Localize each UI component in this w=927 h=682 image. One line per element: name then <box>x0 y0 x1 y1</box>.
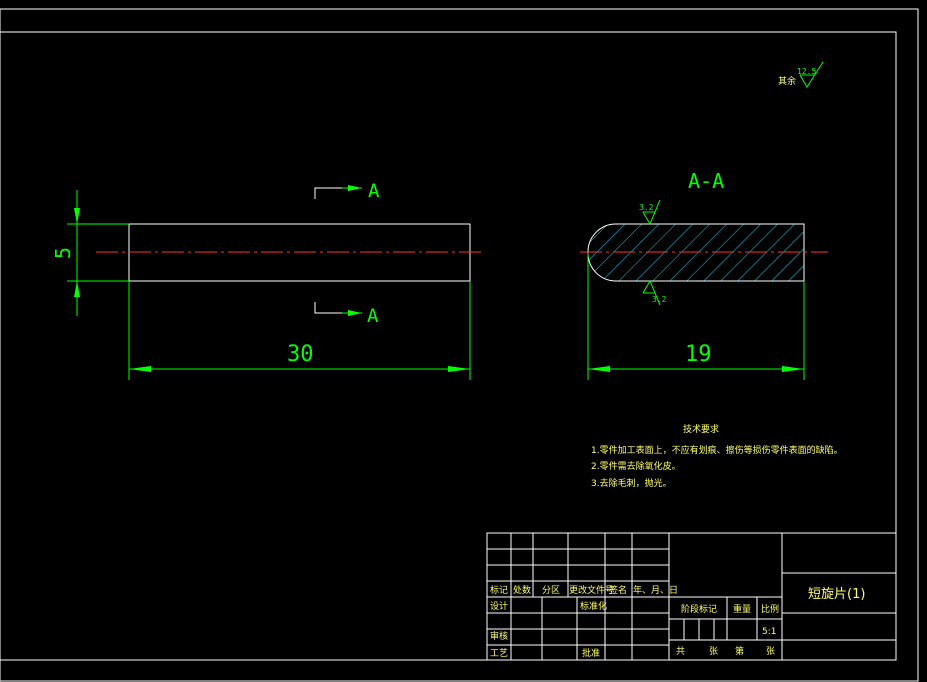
tb-mark: 标记 <box>490 584 508 596</box>
tb-review: 审核 <box>490 630 508 642</box>
roughness-check-icon <box>799 61 824 88</box>
tb-approve: 批准 <box>582 647 600 659</box>
inner-frame <box>0 31 897 661</box>
tech-note-1: 1.零件加工表面上，不应有划痕、擦伤等损伤零件表面的缺陷。 <box>591 444 843 456</box>
dim-length-value: 30 <box>287 342 314 367</box>
tb-scale: 比例 <box>761 603 779 615</box>
tb-page: 第 <box>735 645 744 657</box>
tb-zone: 分区 <box>542 585 560 596</box>
section-view-title: A-A <box>688 169 724 193</box>
roughness-bottom-value: 3.2 <box>652 295 667 304</box>
tb-standard: 标准化 <box>580 600 607 612</box>
general-roughness-symbol: 其余 12.5 <box>778 61 824 88</box>
tb-stage: 阶段标记 <box>681 603 717 615</box>
tb-doc: 更改文件号 <box>569 584 614 596</box>
tb-sheet: 张 <box>709 646 718 657</box>
section-label-bottom: A <box>367 305 379 327</box>
tb-sign: 签名 <box>609 584 627 596</box>
tech-notes-title: 技术要求 <box>683 423 719 435</box>
section-dimension-length: 19 <box>587 253 805 380</box>
tb-weight: 重量 <box>733 603 751 615</box>
technical-notes: 技术要求 1.零件加工表面上，不应有划痕、擦伤等损伤零件表面的缺陷。 2.零件需… <box>591 423 843 489</box>
outer-frame <box>0 8 919 682</box>
arrow-right-icon <box>348 185 362 191</box>
title-block <box>486 532 897 661</box>
arrow-left-icon <box>129 366 151 372</box>
section-label-top: A <box>368 180 380 202</box>
arrow-up-icon <box>74 281 80 297</box>
title-block-text: 标记 处数 分区 更改文件号 签名 年、月、日 设计 标准化 审核 工艺 批准 … <box>490 584 865 659</box>
tb-total: 共 <box>676 646 685 657</box>
tech-note-3: 3.去除毛刺，抛光。 <box>591 477 672 489</box>
arrow-down-icon <box>74 208 80 224</box>
tb-scale-value: 5:1 <box>762 627 776 637</box>
tb-process: 工艺 <box>490 648 508 659</box>
roughness-check-icon <box>642 199 661 226</box>
tb-part-name: 短旋片(1) <box>808 587 865 602</box>
tech-note-2: 2.零件需去除氧化皮。 <box>591 460 681 472</box>
roughness-label: 其余 <box>778 75 796 87</box>
roughness-bottom: 3.2 <box>642 279 667 306</box>
section-marker-bottom: A <box>314 302 379 327</box>
tb-sheet2: 张 <box>766 646 775 657</box>
roughness-value: 12.5 <box>797 67 816 76</box>
roughness-check-icon <box>642 279 661 306</box>
arrow-right-icon <box>782 366 804 372</box>
section-marker-top: A <box>314 180 380 202</box>
arrow-left-icon <box>588 366 610 372</box>
arrow-right-icon <box>448 366 470 372</box>
dimension-length: 30 <box>128 281 471 380</box>
dim-height-value: 5 <box>51 247 75 259</box>
section-view: A-A 3.2 3.2 19 <box>580 169 828 380</box>
dimension-height: 5 <box>51 190 129 316</box>
tb-design: 设计 <box>490 600 508 612</box>
section-dim-length-value: 19 <box>685 342 712 367</box>
arrow-right-icon <box>348 310 362 316</box>
roughness-top: 3.2 <box>639 199 661 226</box>
front-view: A A 5 30 <box>51 180 482 380</box>
tb-count: 处数 <box>513 584 531 596</box>
roughness-top-value: 3.2 <box>639 203 654 212</box>
tb-date: 年、月、日 <box>633 584 678 596</box>
